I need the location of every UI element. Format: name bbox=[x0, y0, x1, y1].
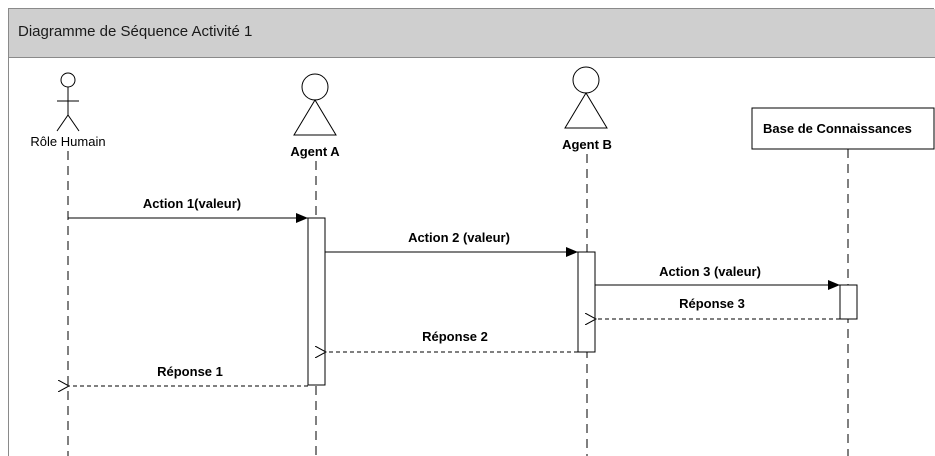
diagram-title: Diagramme de Séquence Activité 1 bbox=[18, 23, 253, 40]
agent-a-activation bbox=[307, 217, 326, 386]
knowledge-base-box bbox=[751, 107, 935, 150]
diagram-frame bbox=[8, 8, 934, 456]
human-actor-icon bbox=[56, 72, 80, 132]
diagram-title-bar bbox=[9, 9, 935, 58]
agent-a-icon bbox=[293, 73, 337, 136]
agent-a-label: Agent A bbox=[290, 144, 340, 159]
message-reponse-2-label: Réponse 2 bbox=[422, 329, 488, 344]
message-action-3-label: Action 3 (valeur) bbox=[659, 264, 761, 279]
kb-activation bbox=[839, 284, 858, 320]
agent-b-label: Agent B bbox=[562, 137, 612, 152]
message-action-1-label: Action 1(valeur) bbox=[143, 196, 241, 211]
human-actor-label: Rôle Humain bbox=[30, 134, 105, 149]
agent-b-icon bbox=[564, 66, 608, 129]
agent-b-activation bbox=[577, 251, 596, 353]
knowledge-base-label: Base de Connaissances bbox=[763, 121, 912, 136]
message-reponse-1-label: Réponse 1 bbox=[157, 364, 223, 379]
message-reponse-3-label: Réponse 3 bbox=[679, 296, 745, 311]
message-action-2-label: Action 2 (valeur) bbox=[408, 230, 510, 245]
